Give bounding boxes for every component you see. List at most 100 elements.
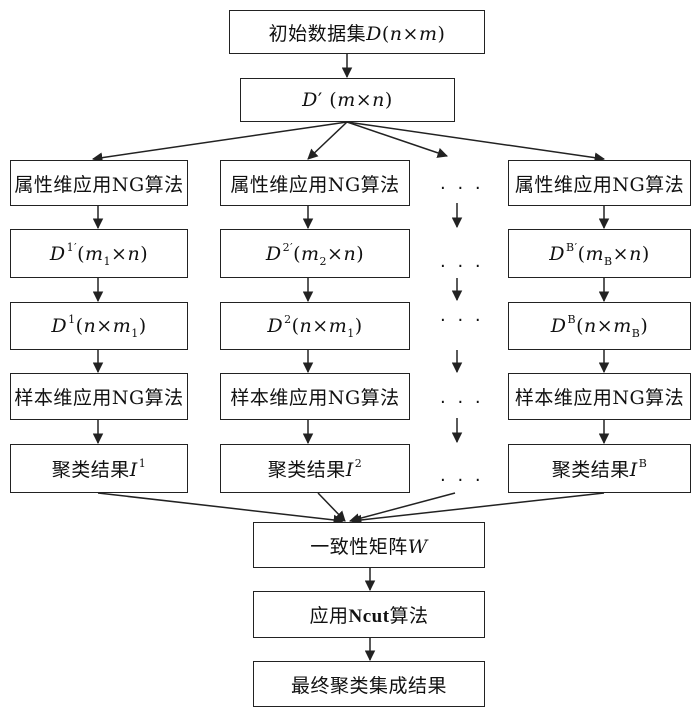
var-m: m [112, 315, 132, 337]
ellipsis: · · · [440, 310, 484, 331]
var-d: D [265, 242, 282, 265]
paren: ) [140, 242, 149, 265]
cluster-result-label: 聚类结果 [551, 459, 630, 481]
var-i: I [129, 459, 138, 481]
var-m: m [585, 242, 605, 265]
ncut-name: Ncut [348, 606, 390, 627]
times-sign: × [327, 242, 344, 265]
var-d: D [302, 89, 318, 111]
subscript: 2 [319, 254, 328, 268]
var-d: D [267, 315, 284, 337]
times-sign: × [355, 89, 373, 111]
ng-attr-box-3: 属性维应用NG算法 [508, 160, 691, 206]
var-n: n [629, 242, 642, 265]
var-d: D [549, 242, 565, 265]
times-sign: × [312, 315, 329, 337]
subscript: 1 [131, 327, 139, 340]
var-m: m [418, 22, 438, 45]
superscript: B [567, 313, 577, 326]
superscript: 1 [68, 313, 76, 326]
paren: ) [138, 315, 147, 337]
var-d: D [49, 242, 66, 265]
arrow-converge-dots [348, 492, 456, 524]
ng-attr-label: 属性维应用NG算法 [230, 173, 400, 196]
ng-sample-label: 样本维应用NG算法 [514, 387, 685, 409]
subscript: B [631, 327, 641, 340]
paren: ( [322, 89, 338, 111]
paren: ) [640, 315, 649, 337]
var-m: m [328, 315, 348, 337]
superscript: 2 [354, 457, 363, 470]
arrow-fan-dots [346, 121, 448, 158]
ellipsis: · · · [440, 392, 484, 413]
arrow-converge-col3 [350, 492, 605, 526]
arrow-fan-col2 [307, 121, 348, 160]
times-sign: × [402, 22, 419, 45]
arrow-fan-col3 [346, 121, 606, 163]
subscript: 1 [347, 327, 355, 340]
var-d: D [366, 22, 382, 45]
superscript: B′ [566, 240, 578, 254]
var-d: D [550, 315, 567, 337]
prime: ′ [317, 89, 323, 111]
ng-sample-label: 样本维应用NG算法 [230, 387, 400, 409]
paren: ( [77, 242, 86, 265]
var-m: m [337, 89, 356, 111]
paren: ) [384, 89, 393, 111]
subscript: 1 [103, 254, 112, 268]
ng-attr-box-1: 属性维应用NG算法 [10, 160, 188, 206]
var-m: m [613, 315, 632, 337]
cluster-result-label: 聚类结果 [267, 459, 346, 481]
var-i: I [629, 459, 638, 481]
ng-sample-box-3: 样本维应用NG算法 [508, 373, 691, 420]
ncut-post: 算法 [389, 605, 429, 627]
var-d: D [51, 315, 68, 337]
ng-attr-label: 属性维应用NG算法 [14, 173, 184, 196]
paren: ( [576, 315, 585, 337]
subscript: B [604, 254, 613, 268]
superscript: 2′ [282, 240, 294, 254]
superscript: 2 [284, 313, 292, 326]
ellipsis: · · · [440, 256, 484, 277]
final-result-label: 最终聚类集成结果 [290, 674, 447, 697]
consensus-label: 一致性矩阵 [310, 535, 408, 558]
initial-dataset-label: 初始数据集 [268, 22, 367, 45]
var-n: n [299, 315, 313, 337]
paren: ( [381, 22, 390, 45]
cluster-result-label: 聚类结果 [51, 459, 130, 481]
ng-sample-label: 样本维应用NG算法 [14, 387, 184, 409]
var-i: I [345, 459, 354, 481]
ng-sample-box-1: 样本维应用NG算法 [10, 373, 188, 420]
superscript: 1′ [66, 240, 78, 254]
transposed-dataset-box: D′ (m×n) [240, 78, 455, 122]
ellipsis: · · · [440, 178, 484, 199]
paren: ( [75, 315, 84, 337]
var-n: n [372, 89, 385, 111]
superscript: B [638, 457, 648, 470]
var-n: n [584, 315, 597, 337]
ncut-pre: 应用 [309, 605, 349, 627]
ng-attr-box-2: 属性维应用NG算法 [220, 160, 410, 206]
var-n: n [83, 315, 97, 337]
times-sign: × [612, 242, 630, 265]
var-m: m [85, 242, 104, 265]
paren: ( [291, 315, 300, 337]
arrow-converge-col2 [317, 492, 346, 522]
paren: ) [354, 315, 363, 337]
ellipsis: · · · [440, 470, 484, 491]
var-m: m [301, 242, 320, 265]
superscript: 1 [138, 457, 147, 470]
var-w: W [407, 535, 428, 558]
paren: ( [293, 242, 302, 265]
